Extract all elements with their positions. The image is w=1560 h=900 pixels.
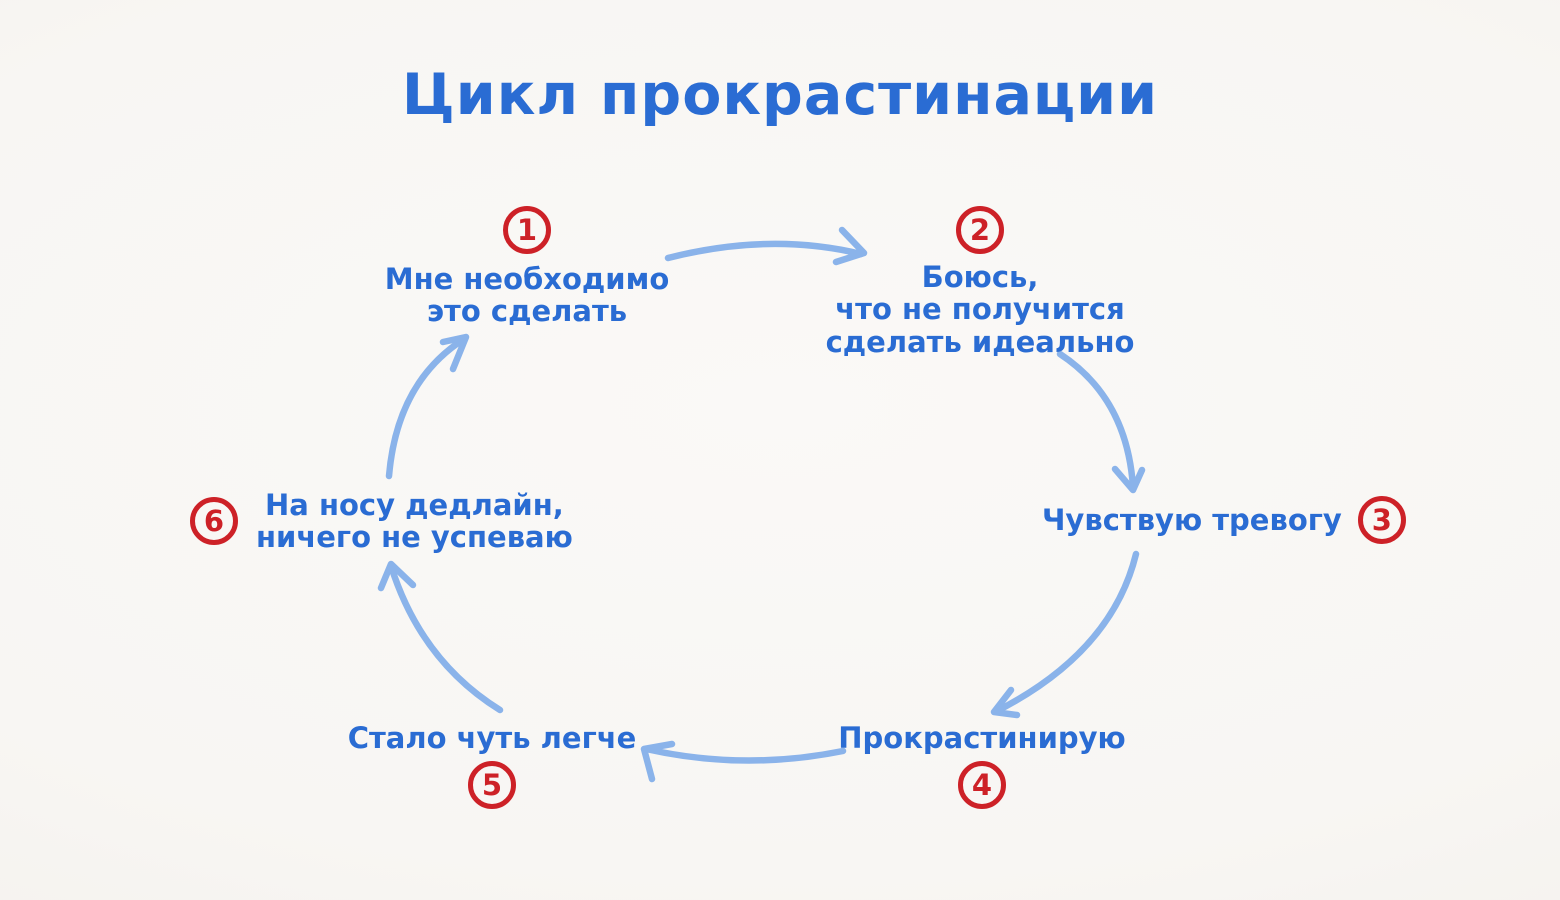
step-4-number: 4 (971, 768, 993, 803)
step-6-label: На носу дедлайн, ничего не успеваю (256, 489, 573, 554)
step-1-label-line: Мне необходимо (384, 262, 670, 296)
step-3-label: Чувствую тревогу (1042, 502, 1342, 537)
step-4-number-badge: 4 (958, 761, 1006, 810)
step-2: 2 Боюсь, что не получится сделать идеаль… (800, 206, 1160, 358)
step-6-number-badge: 6 (190, 497, 238, 546)
step-6-label-line: На носу дедлайн, (265, 488, 564, 522)
step-3-number: 3 (1371, 503, 1392, 537)
arrow-5-to-6-icon (377, 560, 504, 714)
step-5-number: 5 (481, 768, 503, 803)
step-2-label-line: что не получится (835, 292, 1125, 327)
step-6-number: 6 (203, 504, 225, 539)
step-5-label-line: Стало чуть легче (347, 721, 637, 755)
step-4-label-line: Прокрастинирую (838, 721, 1126, 755)
arrow-4-to-5-icon (640, 740, 847, 783)
step-2-number-badge: 2 (956, 206, 1004, 254)
step-3: Чувствую тревогу 3 (1042, 496, 1406, 544)
arrow-1-to-2-icon (664, 226, 868, 266)
step-4-label: Прокрастинирую (822, 721, 1142, 755)
step-5-label: Стало чуть легче (332, 721, 652, 755)
step-5: Стало чуть легче 5 (332, 721, 652, 810)
step-6: 6 На носу дедлайн, ничего не успеваю (190, 489, 573, 554)
step-1: 1 Мне необходимо это сделать (352, 206, 702, 328)
step-3-label-line: Чувствую тревогу (1042, 502, 1342, 537)
arrow-6-to-1-icon (385, 333, 470, 480)
arrow-2-to-3-icon (1056, 350, 1146, 494)
arrow-3-to-4-icon (990, 550, 1140, 719)
step-2-label-line: Боюсь, (921, 260, 1039, 294)
step-5-number-badge: 5 (468, 761, 516, 810)
step-1-number-badge: 1 (503, 206, 551, 254)
step-1-label: Мне необходимо это сделать (352, 263, 702, 328)
step-3-number-badge: 3 (1357, 496, 1406, 544)
diagram-title: Цикл прокрастинации (401, 62, 1159, 128)
step-1-number: 1 (516, 213, 538, 247)
step-6-label-line: ничего не успеваю (256, 520, 573, 555)
step-4: Прокрастинирую 4 (822, 721, 1142, 810)
step-1-label-line: это сделать (426, 294, 628, 329)
step-2-number: 2 (969, 213, 991, 247)
step-2-label: Боюсь, что не получится сделать идеально (800, 260, 1160, 359)
step-2-label-line: сделать идеально (825, 324, 1135, 359)
